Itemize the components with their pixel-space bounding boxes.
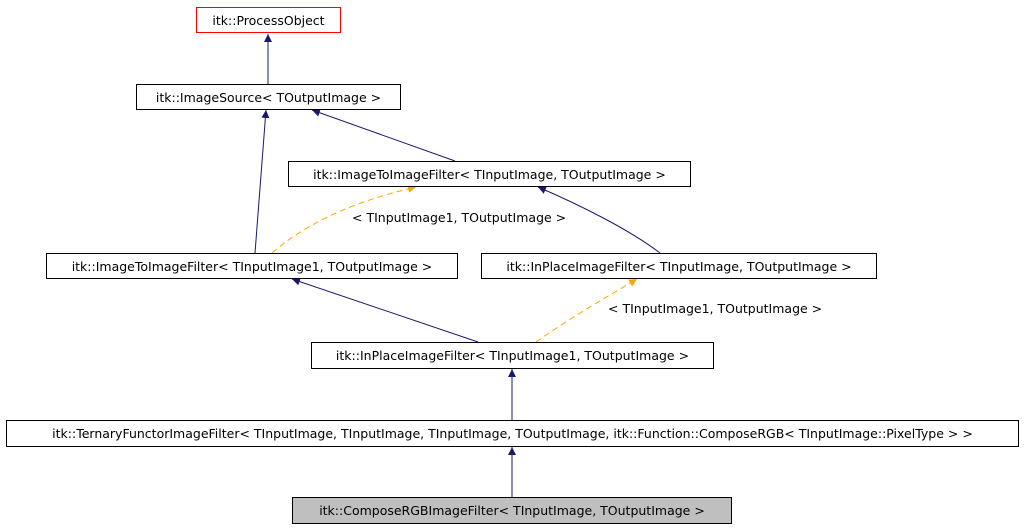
node-in-place-image-filter-input1[interactable]: itk::InPlaceImageFilter< TInputImage1, T… xyxy=(311,342,714,369)
edge-image-to-image-filter-input1-to-image-source xyxy=(254,109,270,254)
node-ternary-functor-image-filter[interactable]: itk::TernaryFunctorImageFilter< TInputIm… xyxy=(6,420,1019,447)
edge-image-to-image-filter-to-image-source xyxy=(311,108,456,162)
template-edge-image-to-image-filter xyxy=(271,184,417,254)
node-image-to-image-filter[interactable]: itk::ImageToImageFilter< TInputImage, TO… xyxy=(288,161,691,187)
node-image-source[interactable]: itk::ImageSource< TOutputImage > xyxy=(136,84,401,110)
node-process-object[interactable]: itk::ProcessObject xyxy=(196,7,341,33)
edge-in-place-input1-to-image-to-image-filter-input1 xyxy=(291,277,479,343)
template-edge-in-place-image-filter xyxy=(535,278,638,343)
node-image-to-image-filter-input1[interactable]: itk::ImageToImageFilter< TInputImage1, T… xyxy=(46,253,458,279)
node-in-place-image-filter[interactable]: itk::InPlaceImageFilter< TInputImage, TO… xyxy=(481,253,877,279)
edge-in-place-image-filter-to-image-to-image-filter xyxy=(537,186,661,254)
node-compose-rgb-image-filter: itk::ComposeRGBImageFilter< TInputImage,… xyxy=(292,497,732,524)
template-label-image-to-image-filter: < TInputImage1, TOutputImage > xyxy=(352,210,567,225)
template-label-in-place-image-filter: < TInputImage1, TOutputImage > xyxy=(608,301,823,316)
